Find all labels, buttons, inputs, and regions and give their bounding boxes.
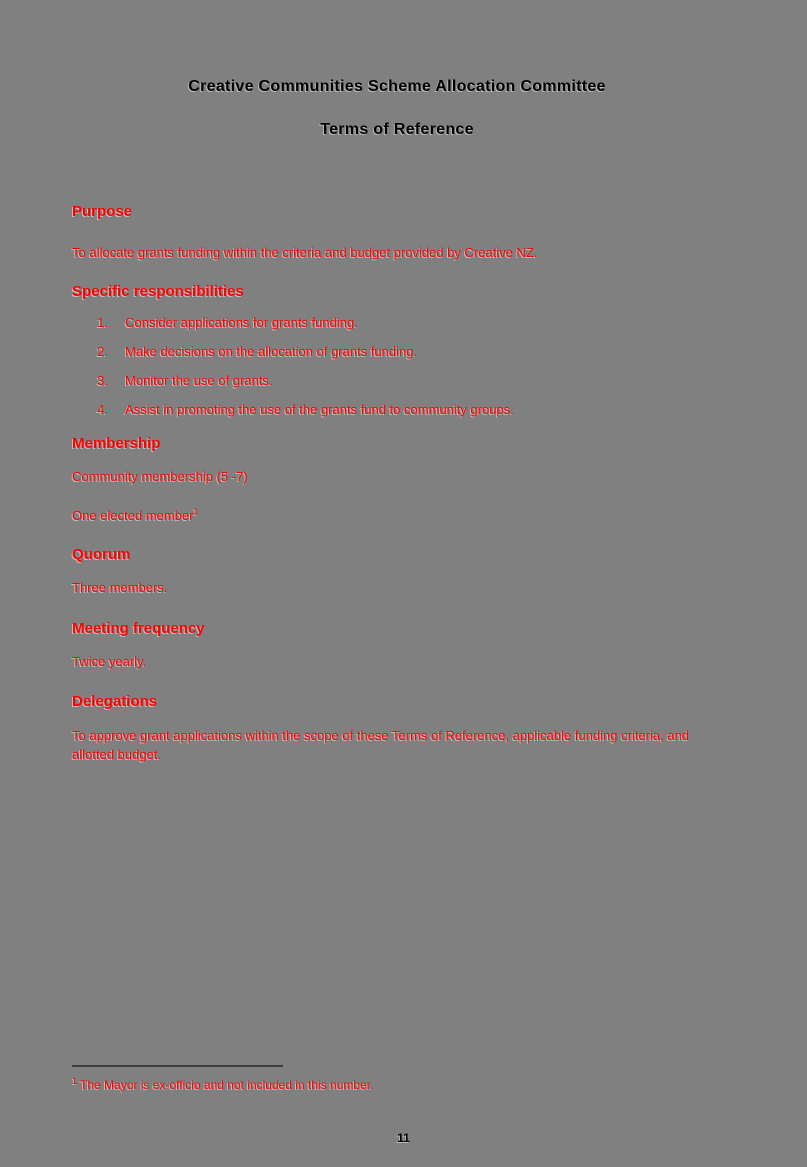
document-content: Creative Communities Scheme Allocation C… [72, 0, 722, 764]
section-heading-meeting-frequency: Meeting frequency [72, 620, 205, 637]
footnote-marker-superscript: 1 [72, 1076, 78, 1086]
list-item-text: Consider applications for grants funding… [125, 315, 358, 330]
list-item-text: Monitor the use of grants. [125, 373, 273, 388]
delegations-body: To approve grant applications within the… [72, 728, 689, 762]
list-item: 1. Consider applications for grants fund… [72, 314, 722, 331]
section-heading-membership: Membership [72, 435, 161, 452]
membership-elected-text: One elected member [72, 508, 194, 523]
list-item: 4. Assist in promoting the use of the gr… [72, 401, 722, 418]
list-item-text: Assist in promoting the use of the grant… [125, 402, 514, 417]
list-item-number: 4. [97, 402, 108, 417]
quorum-body: Three members. [72, 580, 168, 595]
page-title-line1: Creative Communities Scheme Allocation C… [188, 78, 606, 95]
page-number: 11 [397, 1131, 410, 1145]
list-item-number: 3. [97, 373, 108, 388]
section-heading-responsibilities: Specific responsibilities [72, 283, 244, 300]
footnote-separator-rule [72, 1065, 283, 1067]
footnote-text: The Mayor is ex-officio and not included… [80, 1078, 374, 1092]
page-title-line2: Terms of Reference [320, 121, 474, 138]
footnote-reference-superscript: 1 [193, 506, 199, 517]
responsibilities-list: 1. Consider applications for grants fund… [72, 314, 722, 418]
section-heading-delegations: Delegations [72, 693, 158, 710]
list-item: 2. Make decisions on the allocation of g… [72, 343, 722, 360]
meeting-frequency-body: Twice yearly. [72, 654, 147, 669]
list-item-text: Make decisions on the allocation of gran… [125, 344, 417, 359]
list-item-number: 1. [97, 315, 108, 330]
membership-community-line: Community membership (5 -7) [72, 469, 248, 484]
list-item: 3. Monitor the use of grants. [72, 372, 722, 389]
section-heading-purpose: Purpose [72, 203, 133, 220]
list-item-number: 2. [97, 344, 108, 359]
section-heading-quorum: Quorum [72, 546, 131, 563]
membership-elected-line: One elected member1 [72, 507, 722, 525]
purpose-body: To allocate grants funding within the cr… [72, 245, 538, 260]
